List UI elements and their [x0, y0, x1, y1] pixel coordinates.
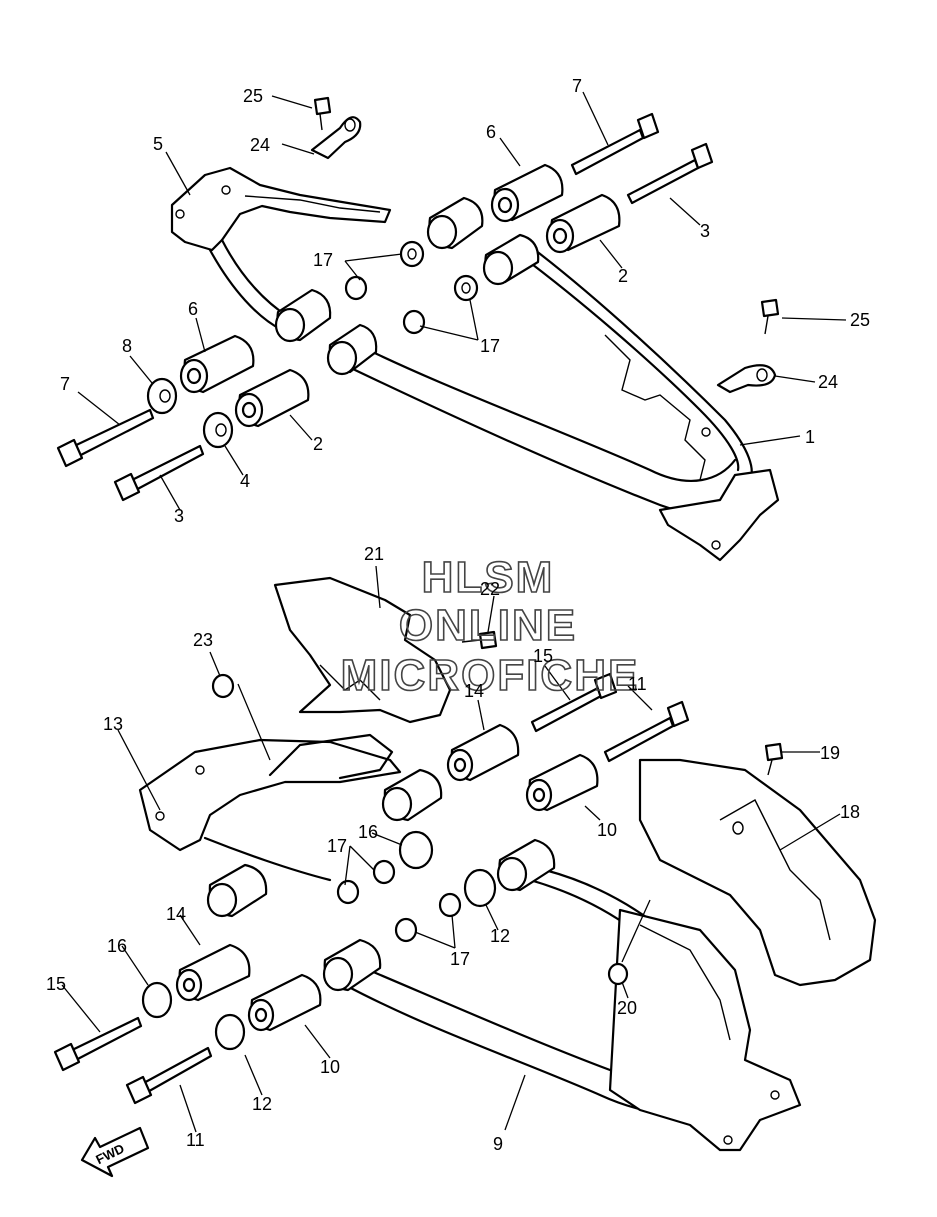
callout-10: 10: [320, 1057, 340, 1077]
part-14-bushing-lower-right: [446, 723, 520, 782]
part-11-bolt-left: [125, 1046, 213, 1105]
callout-25: 25: [243, 86, 263, 106]
callout-11: 11: [186, 1130, 205, 1150]
callout-11: 11: [628, 674, 647, 694]
callout-4: 4: [240, 471, 250, 491]
part-2-bushing-upper-left: [234, 368, 310, 428]
part-9-lower-a-arm: [206, 768, 802, 1152]
part-2-bushing-upper-right: [545, 193, 621, 254]
part-7-bolt-left: [56, 408, 155, 468]
callout-17: 17: [450, 949, 470, 969]
callout-20: 20: [617, 998, 637, 1018]
part-19-screw: [764, 742, 784, 776]
callout-24: 24: [250, 135, 270, 155]
part-14-bushing-lower-left: [175, 943, 251, 1002]
callout-9: 9: [493, 1134, 503, 1154]
part-4-washer: [202, 411, 234, 449]
callout-16: 16: [107, 936, 127, 956]
callout-25: 25: [850, 310, 870, 330]
callout-numbers: 25 24 5 6 7 3 2 17 17 25 24 1 6 8 7 2 4 …: [46, 76, 870, 1154]
callout-15: 15: [46, 974, 66, 994]
part-1-upper-a-arm: [208, 196, 780, 562]
callout-7: 7: [60, 374, 70, 394]
callout-1: 1: [805, 427, 815, 447]
part-16-washers: [141, 830, 434, 1019]
callout-10: 10: [597, 820, 617, 840]
callout-12: 12: [490, 926, 510, 946]
callout-16: 16: [358, 822, 378, 842]
part-7-bolt-right: [570, 112, 660, 176]
part-5-upper-bracket: [170, 166, 392, 252]
callout-17: 17: [327, 836, 347, 856]
callout-5: 5: [153, 134, 163, 154]
callout-13: 13: [103, 714, 123, 734]
watermark-line-1: HLSM: [422, 553, 555, 602]
part-11-bolt-right: [603, 700, 690, 763]
callout-14: 14: [464, 681, 484, 701]
callout-23: 23: [193, 630, 213, 650]
callout-2: 2: [313, 434, 323, 454]
part-6-bushing-upper-left: [179, 334, 255, 394]
callout-22: 22: [480, 579, 500, 599]
callout-8: 8: [122, 336, 132, 356]
callout-19: 19: [820, 743, 840, 763]
part-12-washers: [214, 868, 497, 1051]
callout-7: 7: [572, 76, 582, 96]
callout-3: 3: [700, 221, 710, 241]
part-24-25-clamp-upper: [310, 96, 362, 160]
part-24-25-clamp-right: [716, 298, 780, 394]
callout-17: 17: [313, 250, 333, 270]
part-15-bolt-left: [53, 1016, 143, 1072]
part-15-bolt-right: [530, 672, 618, 733]
leader-lines: [61, 91, 847, 1133]
part-3-bolt-right: [626, 142, 714, 205]
part-13-lower-upper-bracket: [138, 733, 402, 882]
callout-24: 24: [818, 372, 838, 392]
callout-6: 6: [486, 122, 496, 142]
callout-6: 6: [188, 299, 198, 319]
upper-arm-assembly: [56, 96, 780, 562]
callout-2: 2: [618, 266, 628, 286]
part-23-nut: [211, 673, 235, 699]
callout-3: 3: [174, 506, 184, 526]
lower-arm-assembly: [53, 576, 877, 1152]
part-6-bushing-upper-right: [490, 163, 564, 223]
part-17-nuts-lower: [336, 859, 462, 943]
part-21-guard: [273, 576, 452, 724]
part-10-bushing-lower-right: [525, 753, 599, 812]
part-17-nuts-upper: [344, 240, 479, 335]
callout-17: 17: [480, 336, 500, 356]
callout-21: 21: [364, 544, 384, 564]
callout-15: 15: [533, 646, 553, 666]
callout-18: 18: [840, 802, 860, 822]
part-3-bolt-left: [113, 444, 205, 502]
fwd-arrow: FWD: [80, 1126, 150, 1178]
callout-14: 14: [166, 904, 186, 924]
part-20-nut: [607, 962, 629, 986]
part-22-screw: [461, 630, 498, 650]
watermark: HLSM ONLINE MICROFICHE: [340, 552, 640, 701]
part-10-bushing-lower-left: [247, 973, 322, 1032]
watermark-line-2: ONLINE: [399, 601, 577, 650]
watermark-line-3: MICROFICHE: [341, 651, 640, 700]
part-8-washer: [146, 377, 178, 415]
callout-12: 12: [252, 1094, 272, 1114]
